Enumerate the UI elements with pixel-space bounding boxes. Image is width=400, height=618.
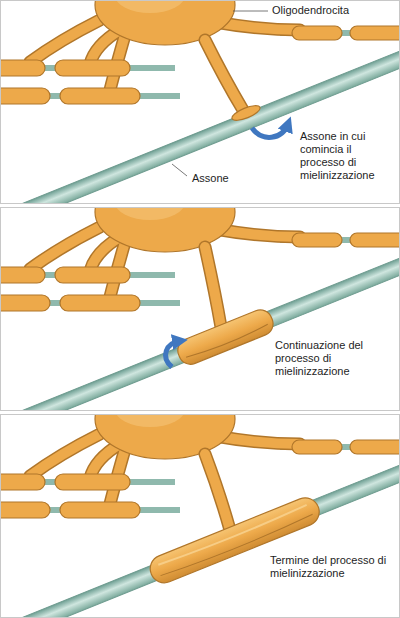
blue-arrow (166, 341, 180, 367)
myelin-wrap (174, 306, 276, 368)
callout-label: Assone in cui comincia il processo di mi… (300, 130, 394, 182)
panel-frame (1, 1, 400, 204)
main-axon (0, 40, 400, 204)
cell-process (205, 247, 221, 327)
main-axon (0, 454, 400, 618)
process-tip (230, 103, 262, 124)
main-axon (0, 247, 400, 411)
blue-arrow (252, 124, 288, 137)
label-holder: Assone (192, 172, 229, 185)
structure-label: Assone (192, 172, 229, 185)
callout-label: Termine del processo di mielinizzazione (270, 554, 388, 580)
panel-frame (1, 208, 400, 411)
myelin-sheath (174, 306, 276, 368)
label-holder: Continuazione del processo di mielinizza… (275, 339, 393, 378)
callout-label: Continuazione del processo di mielinizza… (275, 339, 393, 378)
panel-frame (1, 415, 400, 618)
structure-label: Oligodendrocita (272, 4, 349, 17)
label-holder: Assone in cui comincia il processo di mi… (300, 130, 394, 182)
panel (0, 0, 400, 204)
cell-process (205, 40, 243, 110)
fold-line (186, 324, 269, 359)
panel (0, 207, 400, 411)
label-holder: Oligodendrocita (272, 4, 349, 17)
cell-process (205, 454, 230, 530)
label-holder: Termine del processo di mielinizzazione (270, 554, 388, 580)
panel (0, 414, 400, 618)
leader-line (172, 164, 187, 176)
leader-line (233, 11, 268, 12)
